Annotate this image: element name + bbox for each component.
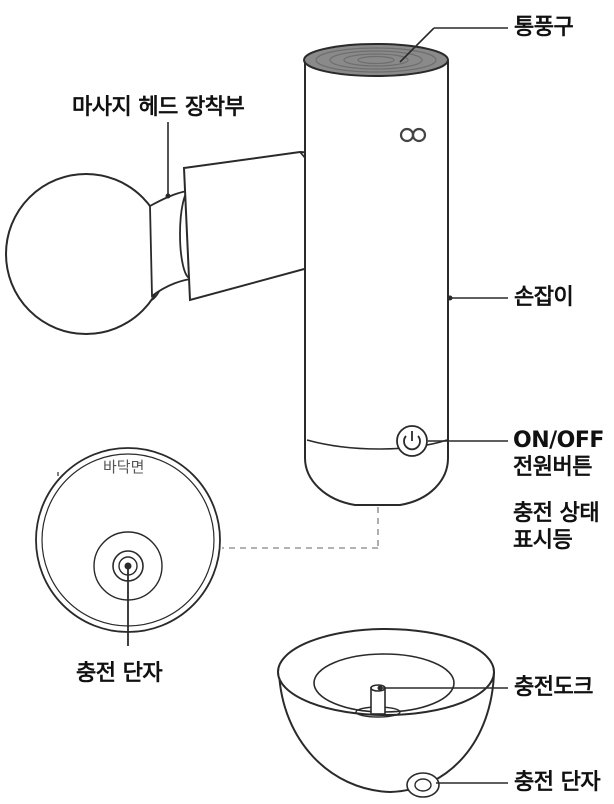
- handle-dot: [447, 295, 453, 301]
- label-power-button-line1: ON/OFF: [513, 428, 604, 453]
- label-power-button: ON/OFF 전원버튼: [513, 427, 604, 481]
- charging-dock: [277, 628, 495, 798]
- dock-leader-lines: [380, 687, 508, 784]
- label-charge-terminal: 충전 단자: [76, 661, 163, 686]
- label-handle: 손잡이: [514, 285, 574, 310]
- label-dock-terminal: 충전 단자: [514, 770, 601, 795]
- label-charge-indicator-line2: 표시등: [513, 528, 573, 553]
- label-charging-dock: 충전도크: [514, 675, 593, 700]
- leader-lines: [167, 27, 508, 442]
- brand-logo-icon: [399, 127, 427, 143]
- label-bottom-face: 바닥면: [103, 458, 145, 476]
- power-icon: [396, 425, 428, 457]
- vent-cap: [303, 43, 449, 77]
- dock-dot: [377, 685, 383, 691]
- label-charge-indicator-line1: 충전 상태: [513, 501, 600, 526]
- bottom-face-inset: [35, 447, 221, 646]
- label-charge-indicator: 충전 상태 표시등: [513, 500, 600, 554]
- dock-terminal: [406, 772, 440, 798]
- inset-connector: [222, 507, 379, 549]
- handle-body: [304, 61, 449, 506]
- label-power-button-line2: 전원버튼: [513, 455, 592, 480]
- label-head-mount: 마사지 헤드 장착부: [72, 95, 245, 120]
- massage-head: [5, 173, 167, 335]
- label-vent: 통풍구: [514, 15, 574, 40]
- head-mount-dot: [165, 193, 171, 199]
